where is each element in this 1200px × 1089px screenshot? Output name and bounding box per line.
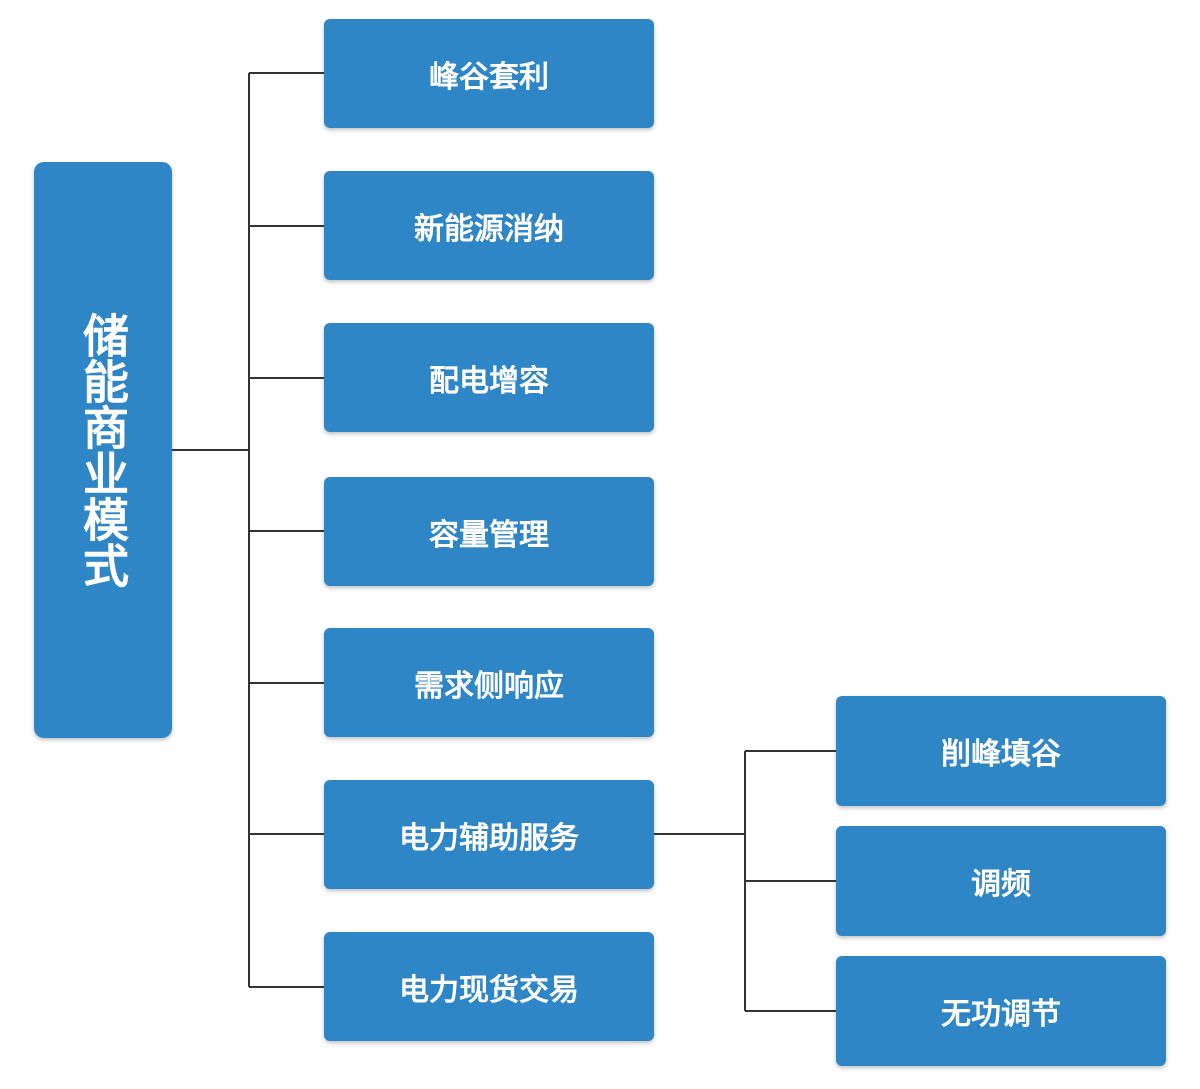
service-node-reactive-power-regulation: 无功调节: [836, 956, 1166, 1066]
mode-node-label: 峰谷套利: [429, 59, 549, 95]
service-node-frequency-regulation: 调频: [836, 826, 1166, 936]
mode-node-spot-market-trading: 电力现货交易: [324, 932, 654, 1041]
mode-node-label: 电力辅助服务: [399, 820, 579, 856]
root-node-label: 储能商业模式: [76, 312, 130, 588]
mode-node-peak-valley-arbitrage: 峰谷套利: [324, 19, 654, 128]
service-node-label: 无功调节: [941, 997, 1061, 1032]
mode-node-label: 容量管理: [429, 517, 549, 553]
mode-node-label: 电力现货交易: [399, 972, 579, 1008]
root-node-energy-storage-business-models: 储能商业模式: [34, 162, 172, 738]
service-node-label: 调频: [971, 867, 1031, 902]
mode-node-distribution-capacity-expansion: 配电增容: [324, 323, 654, 432]
mode-node-capacity-management: 容量管理: [324, 477, 654, 586]
mode-node-renewable-consumption: 新能源消纳: [324, 171, 654, 280]
mode-node-demand-response: 需求侧响应: [324, 628, 654, 737]
service-node-label: 削峰填谷: [941, 737, 1061, 772]
service-node-peak-shaving: 削峰填谷: [836, 696, 1166, 806]
mode-node-ancillary-services: 电力辅助服务: [324, 780, 654, 889]
mode-node-label: 需求侧响应: [414, 668, 564, 704]
mode-node-label: 配电增容: [429, 363, 549, 399]
mode-node-label: 新能源消纳: [414, 211, 564, 247]
